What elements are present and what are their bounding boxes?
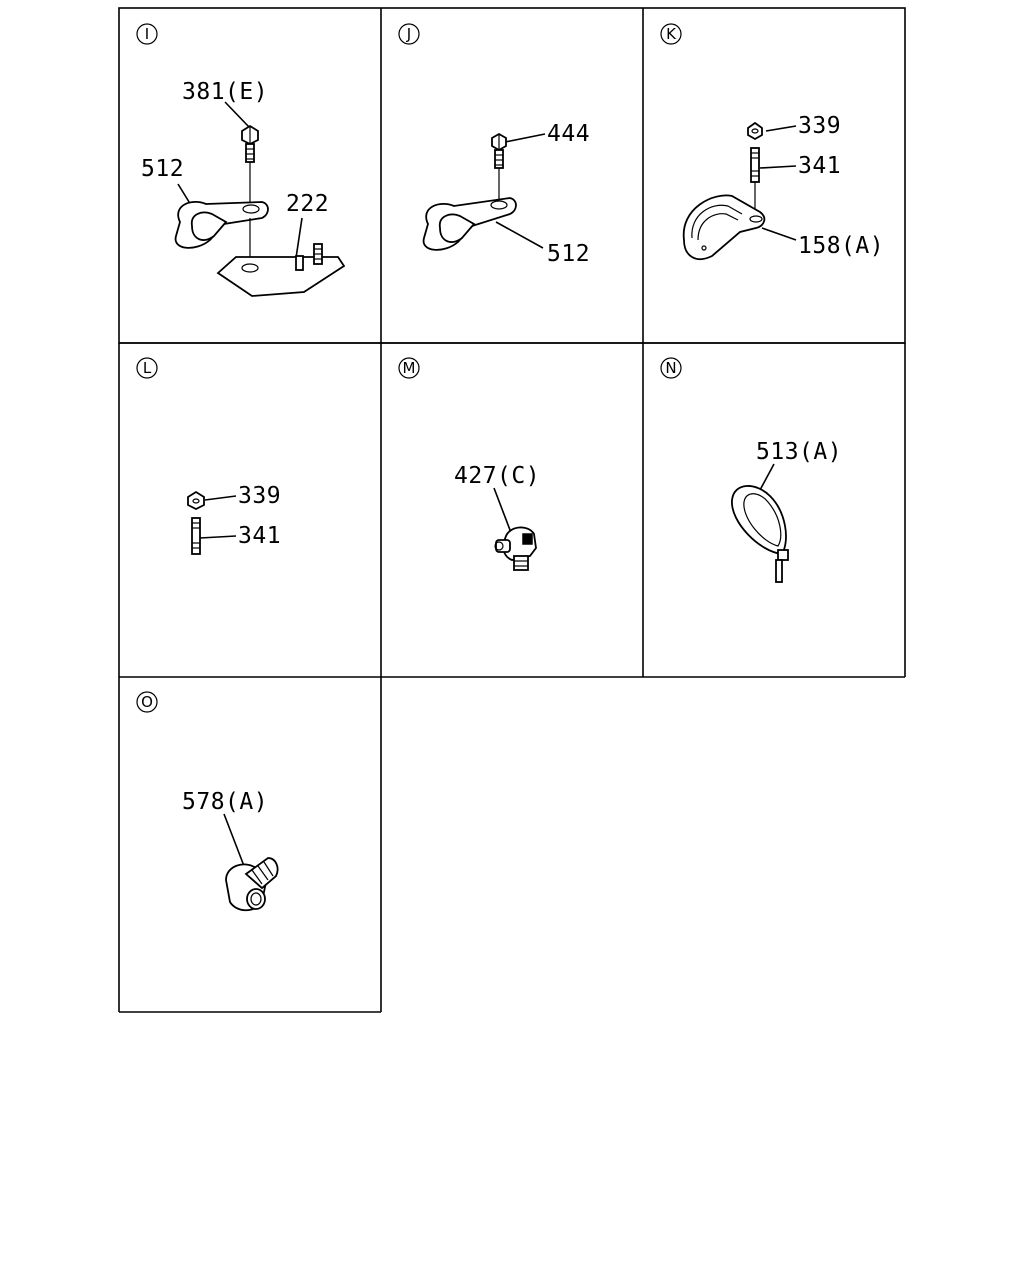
panel-letter-badge-j [398, 23, 420, 45]
panel-letter-badge-k [660, 23, 682, 45]
panel-l: L 339 341 [136, 357, 281, 555]
label-512: 512 [141, 156, 184, 182]
panel-letter-k: K [666, 25, 677, 43]
bolt-icon [241, 124, 259, 163]
panel-letter-o: O [141, 693, 153, 711]
panel-letter-i: I [145, 25, 149, 43]
panel-letter-l: L [143, 359, 152, 377]
stud-icon [191, 517, 201, 555]
label-339: 339 [798, 113, 841, 139]
panel-letter-badge-i [136, 23, 158, 45]
elbow-fitting-icon [225, 857, 279, 912]
panel-n: N 513(A) [660, 357, 842, 583]
label-427c: 427(C) [454, 463, 540, 489]
panel-j: J 444 512 [398, 23, 590, 267]
p-clip-icon [422, 197, 517, 251]
panel-letter-n: N [665, 359, 676, 377]
label-381e: 381(E) [182, 79, 268, 105]
flange-nut-icon [187, 490, 205, 511]
label-222: 222 [286, 191, 329, 217]
label-339: 339 [238, 483, 281, 509]
panel-i: I 381(E) 512 222 [136, 23, 346, 297]
flange-nut-icon [747, 121, 763, 141]
panel-letter-badge-m [398, 357, 420, 379]
cushion-clamp-icon [682, 194, 766, 261]
panel-k: K 339 341 158(A) [660, 23, 884, 261]
label-513a: 513(A) [756, 439, 842, 465]
label-158a: 158(A) [798, 233, 884, 259]
panel-letter-badge-l [136, 357, 158, 379]
panel-grid [118, 7, 906, 1013]
bracket-plate-icon [216, 243, 346, 297]
panel-letter-m: M [403, 359, 416, 377]
panel-letter-j: J [406, 25, 411, 43]
label-512: 512 [547, 241, 590, 267]
label-444: 444 [547, 121, 590, 147]
panel-letter-badge-o [136, 691, 158, 713]
stud-icon [750, 147, 760, 183]
panel-o: O 578(A) [136, 691, 279, 912]
panel-m: M 427(C) [398, 357, 540, 571]
label-578a: 578(A) [182, 789, 268, 815]
elbow-fitting-icon [494, 526, 537, 571]
panel-letter-badge-n [660, 357, 682, 379]
bolt-icon [491, 132, 507, 169]
label-341: 341 [238, 523, 281, 549]
cable-tie-icon [731, 485, 789, 583]
label-341: 341 [798, 153, 841, 179]
p-clip-icon [174, 200, 269, 249]
